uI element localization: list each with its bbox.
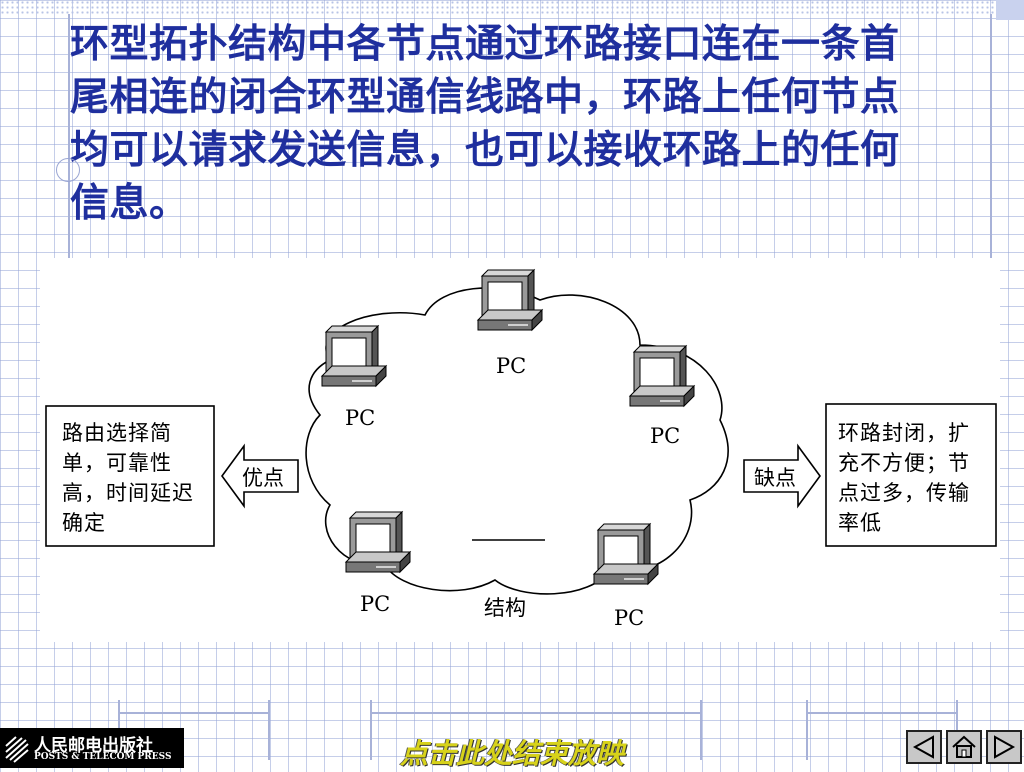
pc-label-left: PC: [345, 406, 376, 430]
pc-icon-bottom-left: [345, 511, 411, 573]
prev-slide-button[interactable]: [906, 730, 942, 764]
footer-rule-4: [372, 712, 702, 714]
margin-line-right: [990, 14, 992, 260]
end-show-button[interactable]: 点击此处结束放映: [400, 737, 625, 770]
publisher-logo: 人民邮电出版社 POSTS & TELECOM PRESS: [0, 728, 184, 768]
footer-rule-7: [808, 712, 958, 714]
crosshair-decoration: [56, 158, 80, 182]
pc-label-bottom-right: PC: [614, 606, 645, 630]
intro-paragraph: 环型拓扑结构中各节点通过环路接口连在一条首尾相连的闭合环型通信线路中，环路上任何…: [70, 22, 900, 226]
disadvantages-label: 缺点: [754, 466, 796, 490]
advantages-box: [45, 405, 215, 547]
pc-icon-left: [321, 325, 387, 387]
pc-label-top: PC: [496, 354, 527, 378]
next-slide-button[interactable]: [986, 730, 1022, 764]
disadvantages-arrow: [743, 443, 821, 509]
structure-label: 结构: [484, 596, 526, 620]
home-icon: [952, 735, 976, 758]
publisher-name-en: POSTS & TELECOM PRESS: [34, 752, 172, 762]
disadvantages-box: [825, 403, 997, 547]
footer-rule-6: [700, 700, 702, 760]
pc-icon-top: [477, 269, 543, 331]
footer-rule-8: [806, 700, 808, 760]
advantages-text: 路由选择简单，可靠性高，时间延迟确定: [62, 421, 194, 535]
pc-icon-right: [629, 345, 695, 407]
pc-label-right: PC: [650, 424, 681, 448]
publisher-mark-icon: [5, 736, 29, 763]
footer-rule-1: [120, 712, 270, 714]
advantages-label: 优点: [242, 466, 284, 490]
footer-rule-3: [268, 700, 270, 760]
triangle-right-icon: [994, 735, 1016, 759]
home-button[interactable]: [946, 730, 982, 764]
disadvantages-text: 环路封闭，扩充不方便；节点过多，传输率低: [838, 421, 970, 535]
pc-icon-bottom-right: [593, 523, 659, 585]
corner-block: [996, 0, 1024, 20]
footer-rule-5: [370, 700, 372, 760]
pc-label-bottom-left: PC: [360, 592, 391, 616]
publisher-name-cn: 人民邮电出版社: [34, 736, 153, 756]
dotted-header-strip: [0, 0, 1024, 14]
triangle-left-icon: [912, 735, 934, 759]
advantages-arrow: [221, 443, 299, 509]
margin-line-left: [68, 14, 70, 260]
